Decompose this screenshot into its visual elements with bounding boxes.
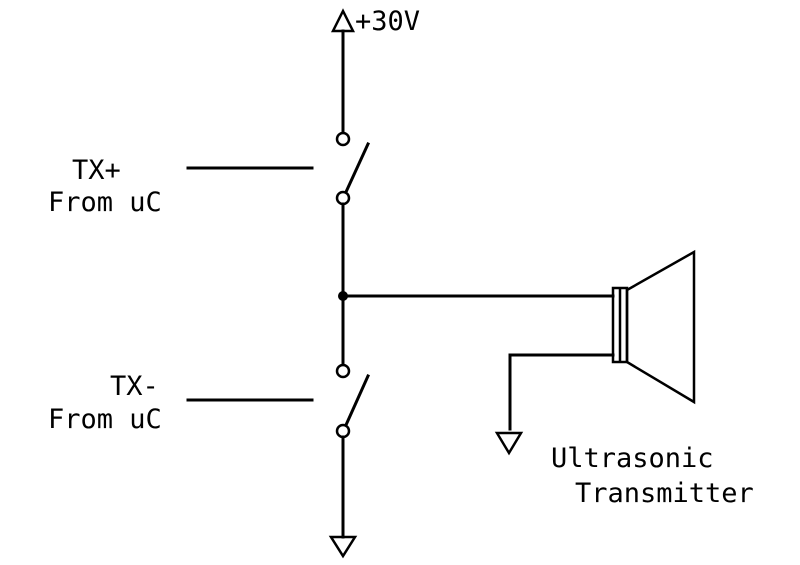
switch-tx-plus-blade	[344, 142, 370, 194]
tx-plus-source-label: From uC	[48, 187, 162, 218]
switch-tx-plus-top-terminal	[335, 131, 351, 147]
supply-arrow-icon	[330, 8, 356, 33]
switch-tx-minus	[335, 363, 370, 439]
tx-plus-label: TX+	[72, 155, 121, 186]
switch-tx-plus-bottom-terminal	[335, 190, 351, 206]
ground-icon	[328, 535, 358, 559]
transducer-label-line1: Ultrasonic	[551, 443, 714, 474]
tx-minus-label: TX-	[110, 371, 159, 402]
supply-symbol: +30V	[330, 6, 420, 37]
switch-tx-minus-blade	[344, 374, 370, 427]
transducer-cone	[625, 249, 696, 405]
switch-tx-minus-bottom-terminal	[335, 423, 351, 439]
speaker-icon	[611, 249, 696, 405]
transducer-return-wire	[508, 353, 615, 431]
tx-minus-source-label: From uC	[48, 404, 162, 435]
transducer-label-line2: Transmitter	[575, 478, 754, 509]
supply-label: +30V	[355, 6, 420, 37]
transducer-ground-icon	[494, 431, 524, 456]
switch-tx-plus	[335, 131, 370, 206]
switch-tx-minus-top-terminal	[335, 363, 351, 379]
